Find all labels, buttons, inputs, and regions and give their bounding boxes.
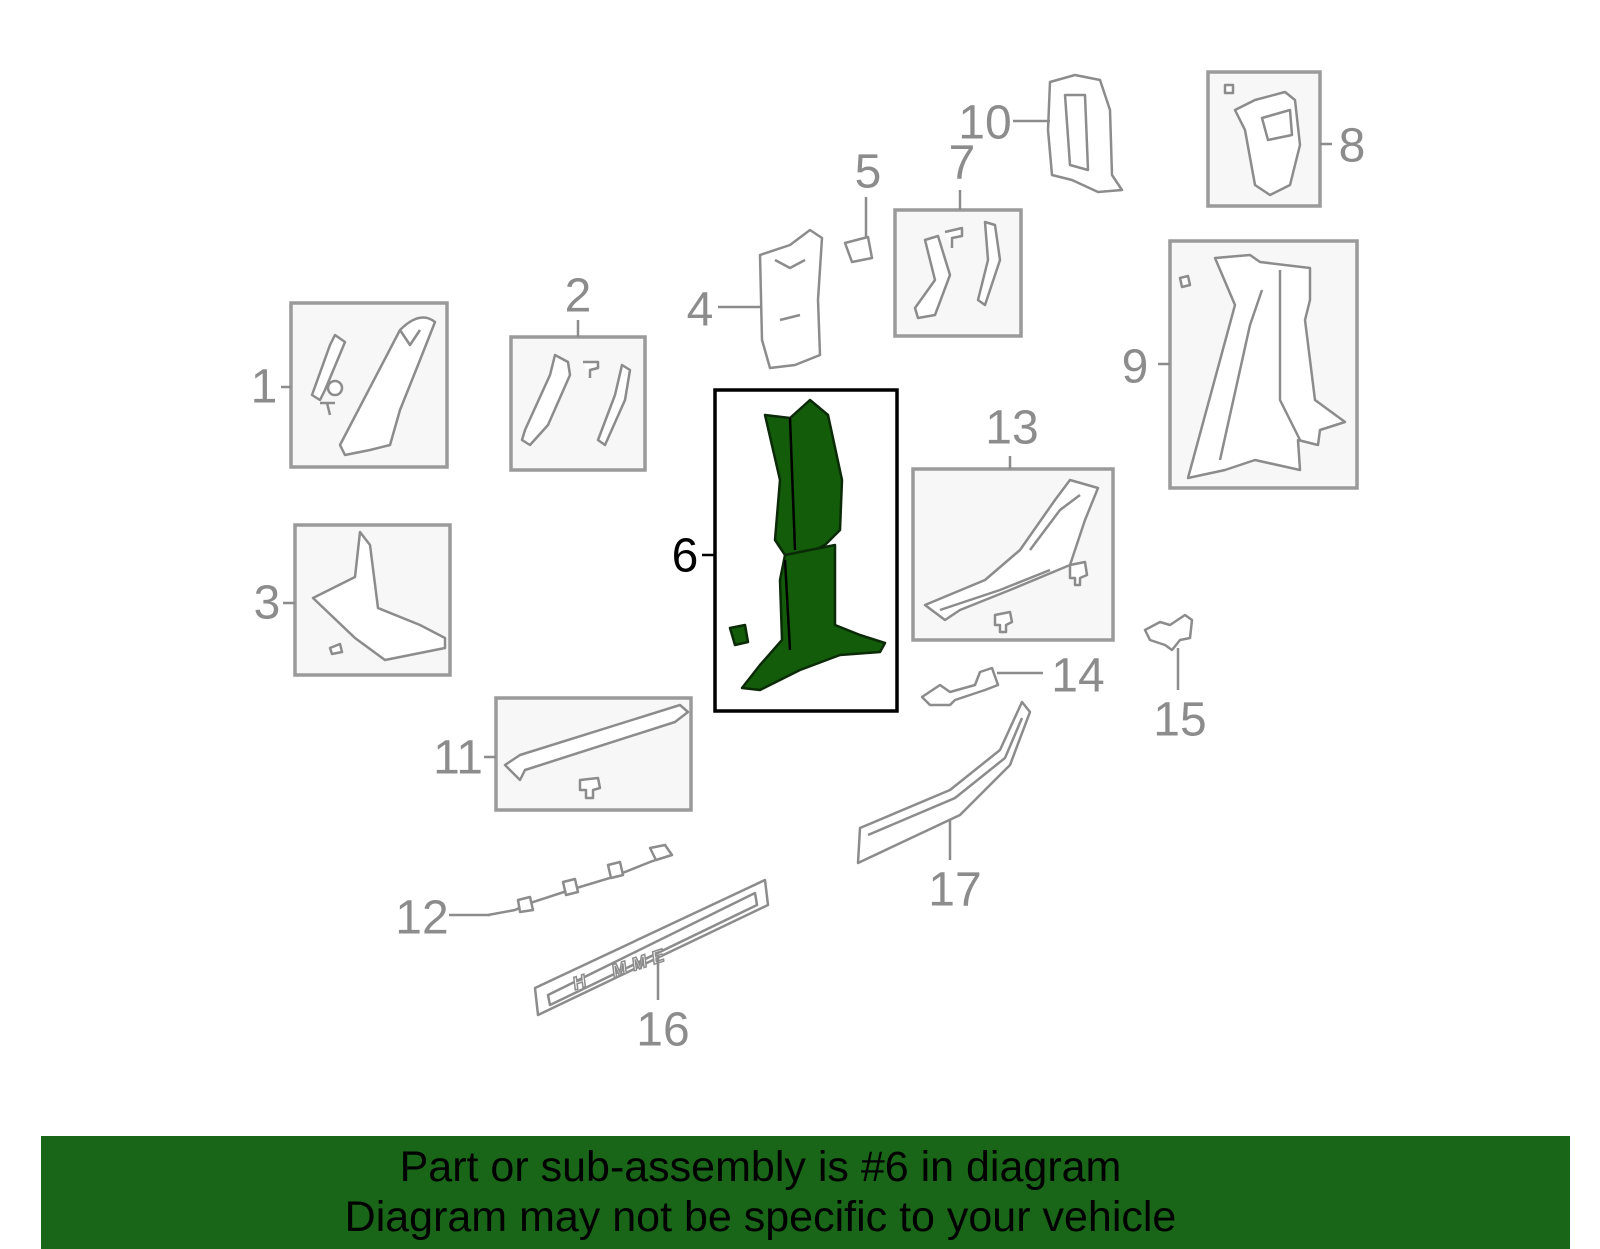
- callout-8: 8: [1339, 120, 1366, 173]
- callout-7: 7: [949, 137, 976, 190]
- part-14[interactable]: 14: [920, 650, 1105, 707]
- callout-13: 13: [985, 402, 1038, 455]
- part-1-group[interactable]: 1: [251, 301, 449, 469]
- callout-6: 6: [672, 530, 699, 583]
- banner-line-1: Part or sub-assembly is #6 in diagram: [399, 1143, 1122, 1191]
- callout-9: 9: [1122, 341, 1149, 394]
- callout-11: 11: [433, 732, 483, 785]
- callout-3: 3: [254, 577, 281, 630]
- callout-10: 10: [958, 97, 1011, 150]
- callout-4: 4: [687, 284, 714, 337]
- part-9-group[interactable]: 9: [1122, 239, 1359, 490]
- part-10[interactable]: 10: [958, 73, 1124, 194]
- banner-line-2: Diagram may not be specific to your vehi…: [344, 1193, 1177, 1241]
- part-8-group[interactable]: 8: [1206, 70, 1366, 208]
- callout-16: 16: [636, 1004, 689, 1057]
- part-17[interactable]: 17: [856, 700, 1032, 917]
- part-13-group[interactable]: 13: [911, 402, 1115, 642]
- callout-1: 1: [251, 361, 278, 414]
- part-15[interactable]: 15: [1143, 613, 1207, 747]
- callout-17: 17: [928, 864, 981, 917]
- part-2-group[interactable]: 2: [509, 270, 647, 472]
- callout-5: 5: [855, 146, 882, 199]
- info-banner: Part or sub-assembly is #6 in diagram Di…: [41, 1136, 1570, 1249]
- part-6-group[interactable]: 6: [672, 388, 899, 713]
- callout-12: 12: [395, 892, 448, 945]
- part-12[interactable]: 12: [395, 843, 674, 945]
- callout-14: 14: [1051, 650, 1104, 703]
- part-3-group[interactable]: 3: [254, 523, 452, 677]
- part-4[interactable]: 4: [687, 228, 824, 370]
- part-11-group[interactable]: 11: [433, 696, 693, 812]
- part-16[interactable]: H MME 16: [533, 878, 770, 1057]
- part-7-group[interactable]: 7: [893, 137, 1023, 338]
- parts-diagram: 1 2 3 4 5 7: [251, 70, 1366, 1057]
- part-5[interactable]: 5: [843, 146, 882, 264]
- callout-2: 2: [565, 270, 592, 323]
- callout-15: 15: [1153, 694, 1206, 747]
